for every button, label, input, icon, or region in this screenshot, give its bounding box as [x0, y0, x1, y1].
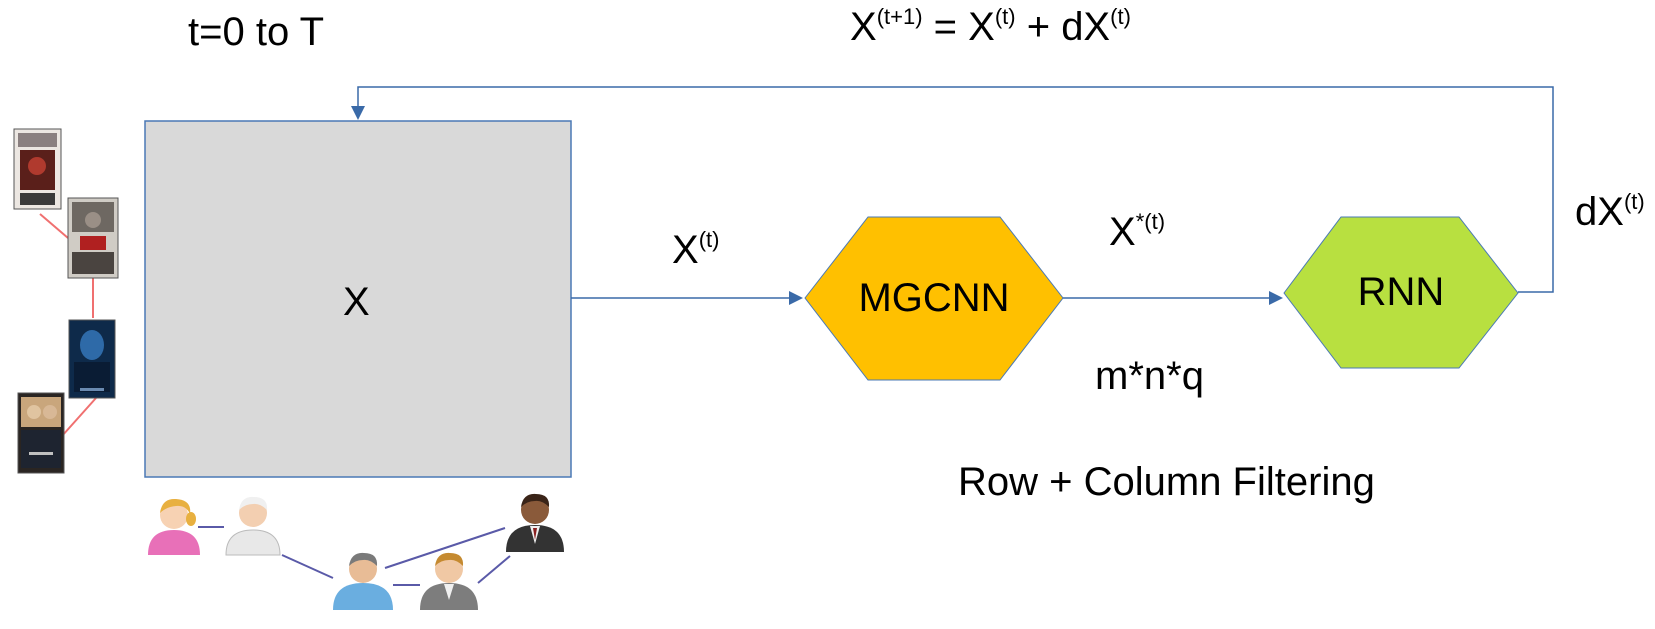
update-eq: =: [922, 5, 969, 49]
user-link: [281, 554, 334, 579]
user-avatar-icon: [506, 493, 564, 552]
rnn-label: RNN: [1357, 270, 1445, 314]
movie-link: [39, 213, 69, 239]
user-avatar-icon: [225, 496, 281, 556]
user-avatar-icon: [148, 498, 200, 555]
mgcnn-label: MGCNN: [858, 276, 1010, 320]
update-rhs1-sup: (t): [994, 3, 1016, 29]
user-avatar-icon: [333, 552, 393, 610]
update-plus: +: [1015, 5, 1062, 49]
edge-dx-sup: (t): [1623, 188, 1645, 214]
edge-dx-base: dX: [1575, 190, 1624, 234]
edge-label-x-star: X*(t): [1109, 208, 1166, 255]
matrix-label: X: [343, 280, 370, 324]
update-rhs2-sup: (t): [1110, 3, 1131, 29]
update-lhs-base: X: [850, 5, 877, 49]
edge-x-star-sup: *(t): [1135, 208, 1166, 234]
update-rhs1-base: X: [968, 5, 995, 49]
user-link: [384, 527, 506, 569]
matrix-x: [144, 120, 572, 478]
movie-poster-icon: [67, 197, 119, 279]
movie-poster-icon: [68, 319, 116, 399]
movie-poster-icon: [17, 392, 65, 474]
edge-x-t-base: X: [672, 228, 699, 272]
edge-x-t-sup: (t): [698, 226, 720, 252]
update-rule-equation: X(t+1) = X(t) + dX(t): [850, 3, 1131, 50]
feedback-arrow: [351, 86, 1554, 293]
user-graph: [148, 493, 564, 610]
movie-link: [61, 397, 97, 437]
filtering-label: Row + Column Filtering: [958, 460, 1375, 504]
update-rhs2-base: dX: [1061, 5, 1111, 49]
rnn-node: [1283, 216, 1519, 369]
dimensions-label: m*n*q: [1095, 354, 1204, 398]
update-lhs-sup: (t+1): [876, 3, 923, 29]
movie-graph: [13, 128, 119, 474]
movie-poster-icon: [13, 128, 62, 210]
edge-x-star-base: X: [1109, 210, 1136, 254]
user-link: [477, 555, 511, 584]
time-range-label: t=0 to T: [188, 10, 325, 54]
user-avatar-icon: [420, 552, 478, 610]
edge-label-x-t: X(t): [672, 226, 720, 273]
edge-label-dx: dX(t): [1575, 188, 1645, 235]
